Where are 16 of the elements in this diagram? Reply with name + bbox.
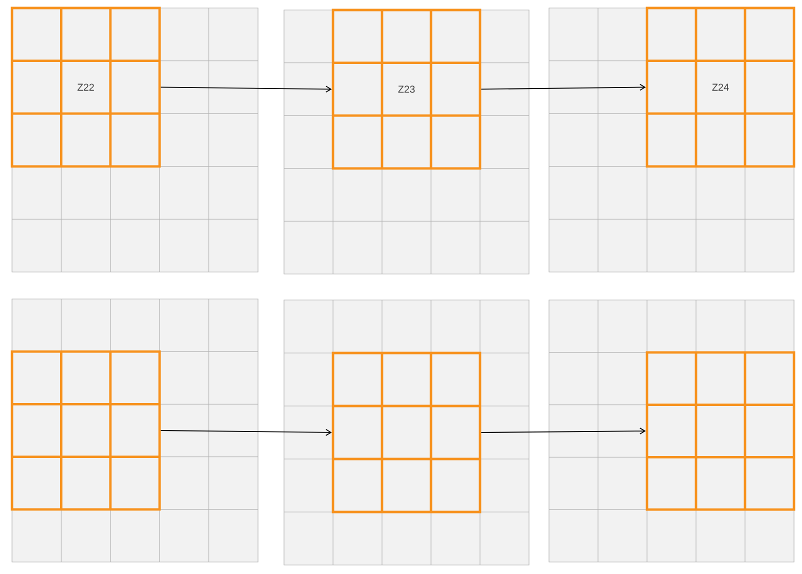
sliding-window: Z24 [646,6,796,168]
sliding-window [332,352,482,514]
sliding-window [646,351,796,511]
grid [284,300,530,566]
grid [12,8,258,272]
arrow [480,84,646,91]
sliding-window: Z22 [10,6,161,168]
arrow [480,428,646,434]
arrow [160,428,332,436]
grid [548,300,794,562]
grid [284,10,530,274]
sliding-window: Z23 [332,8,482,170]
grid [12,298,258,562]
sliding-window [10,350,161,511]
arrow [160,86,332,93]
grid [548,8,794,272]
